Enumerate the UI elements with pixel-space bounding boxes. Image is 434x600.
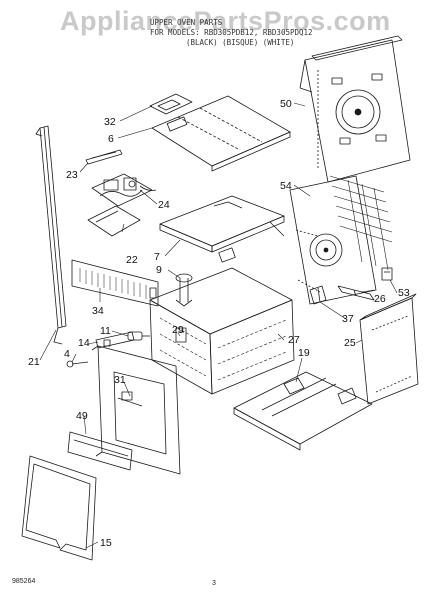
part-27-oven-cavity: [149, 267, 295, 395]
callout-53: 53: [398, 287, 410, 299]
callout-22: 22: [126, 254, 138, 266]
part-26-bracket: [337, 285, 375, 301]
callout-24: 24: [158, 199, 170, 211]
callout-6: 6: [108, 133, 114, 145]
callout-54: 54: [280, 180, 292, 192]
part-14-hinge: [95, 331, 135, 349]
model-numbers: FOR MODELS: RBD305PDB12, RBD305PDQ12: [150, 28, 313, 37]
part-24-control-assembly: [91, 173, 157, 207]
part-29-light-socket: [175, 327, 187, 343]
callout-50: 50: [280, 98, 292, 110]
part-4-screw: [66, 360, 89, 368]
watermark: AppliancePartsPros.com: [60, 6, 391, 36]
part-25-back-panel: [359, 293, 419, 405]
callout-labels: 32 6 50 23 24 54 22 7 9 34 26 53 11 37 2…: [28, 98, 410, 549]
part-21-side-trim: [35, 125, 67, 345]
part-22-plate: [87, 205, 141, 237]
part-50-rear-panel: [299, 35, 411, 183]
callout-15: 15: [100, 537, 112, 549]
callout-37: 37: [342, 313, 354, 325]
callout-9: 9: [156, 264, 162, 276]
callout-29: 29: [172, 324, 184, 336]
part-37-fitting: [309, 285, 327, 305]
part-23-bracket: [85, 149, 123, 165]
callout-4: 4: [64, 348, 70, 360]
part-15-gasket: [21, 455, 97, 561]
callout-25: 25: [344, 337, 356, 349]
callout-49: 49: [76, 410, 88, 422]
part-19-oven-floor: [233, 371, 373, 451]
callout-11: 11: [100, 325, 111, 337]
callout-7: 7: [154, 251, 160, 263]
callout-23: 23: [66, 169, 78, 181]
part-54-fan-housing: [289, 175, 393, 305]
part-6-top-cover: [151, 95, 291, 172]
diagram-code: 985264: [12, 578, 36, 585]
callout-34: 34: [92, 305, 104, 317]
callout-21: 21: [28, 356, 40, 368]
part-31-door-frame: [91, 345, 181, 475]
part-9-sensor: [175, 273, 193, 307]
callout-32: 32: [104, 116, 116, 128]
callout-27: 27: [288, 334, 300, 346]
callout-14: 14: [78, 337, 90, 349]
part-49-trim: [67, 431, 133, 471]
callout-19: 19: [298, 347, 310, 359]
diagram-title: UPPER OVEN PARTS: [150, 18, 223, 27]
part-11-bulb: [127, 331, 150, 341]
page-number: 3: [212, 580, 216, 587]
part-53-clip: [381, 267, 393, 281]
color-codes: (BLACK) (BISQUE) (WHITE): [186, 38, 295, 47]
part-7-oven-top-tray: [159, 195, 285, 263]
callout-31: 31: [114, 374, 126, 386]
callout-26: 26: [374, 293, 386, 305]
leader-lines: [39, 102, 398, 549]
part-34-control-panel: [71, 259, 159, 307]
part-32-small-cover: [149, 93, 193, 115]
